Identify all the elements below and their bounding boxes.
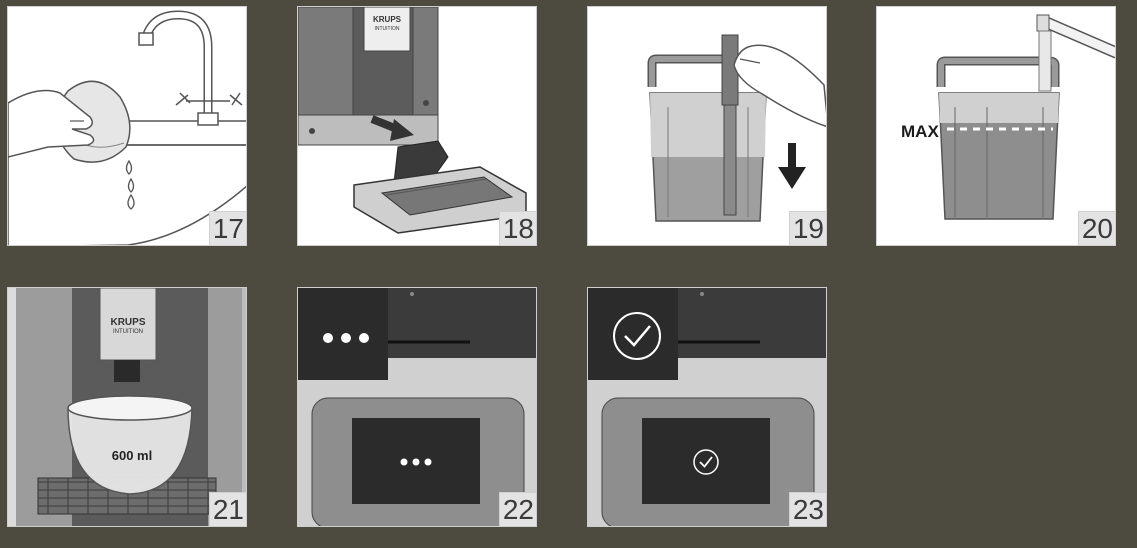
max-label: MAX xyxy=(901,122,939,141)
checkmark-icon xyxy=(613,312,661,360)
step-number: 22 xyxy=(498,492,536,526)
three-dots-icon xyxy=(323,333,369,343)
machine-display-progress-illustration xyxy=(298,288,536,526)
faucet-icon xyxy=(1036,14,1115,92)
measuring-bowl-icon: 600 ml xyxy=(67,395,193,495)
hand-icon xyxy=(733,44,826,128)
panel-step-23: 23 xyxy=(587,287,827,527)
panel-step-18: KRUPS INTUITION 18 xyxy=(297,6,537,246)
three-dots-icon xyxy=(400,458,432,466)
panel-step-17: 17 xyxy=(7,6,247,246)
step-number: 18 xyxy=(498,211,536,245)
cup-under-spout-illustration: KRUPS INTUITION 600 ml xyxy=(8,288,246,526)
drip-tray-removal-illustration: KRUPS INTUITION xyxy=(298,7,527,234)
arrow-down-right-icon xyxy=(370,115,414,141)
checkmark-icon xyxy=(693,449,719,475)
volume-label: 600 ml xyxy=(112,448,152,463)
hand-icon xyxy=(8,89,95,158)
step-number: 19 xyxy=(788,211,826,245)
panel-step-19: 19 xyxy=(587,6,827,246)
brand-logo: KRUPS xyxy=(373,15,402,24)
brand-model: INTUITION xyxy=(375,26,400,32)
step-number: 21 xyxy=(208,492,246,526)
brand-logo: KRUPS xyxy=(110,317,145,328)
drip-tray-icon xyxy=(353,140,527,234)
step-number: 17 xyxy=(208,211,246,245)
step-number: 23 xyxy=(788,492,826,526)
panel-step-21: KRUPS INTUITION 600 ml 21 xyxy=(7,287,247,527)
panel-step-20: MAX 20 xyxy=(876,6,1116,246)
machine-display-done-illustration xyxy=(588,288,826,526)
faucet-icon xyxy=(138,10,243,126)
brand-model: INTUITION xyxy=(113,329,143,335)
fill-tank-max-illustration: MAX xyxy=(901,14,1115,220)
pour-water-illustration xyxy=(8,10,246,245)
panel-step-22: 22 xyxy=(297,287,537,527)
step-number: 20 xyxy=(1077,211,1115,245)
arrow-down-icon xyxy=(778,143,806,189)
water-tank-filter-illustration xyxy=(647,34,826,222)
